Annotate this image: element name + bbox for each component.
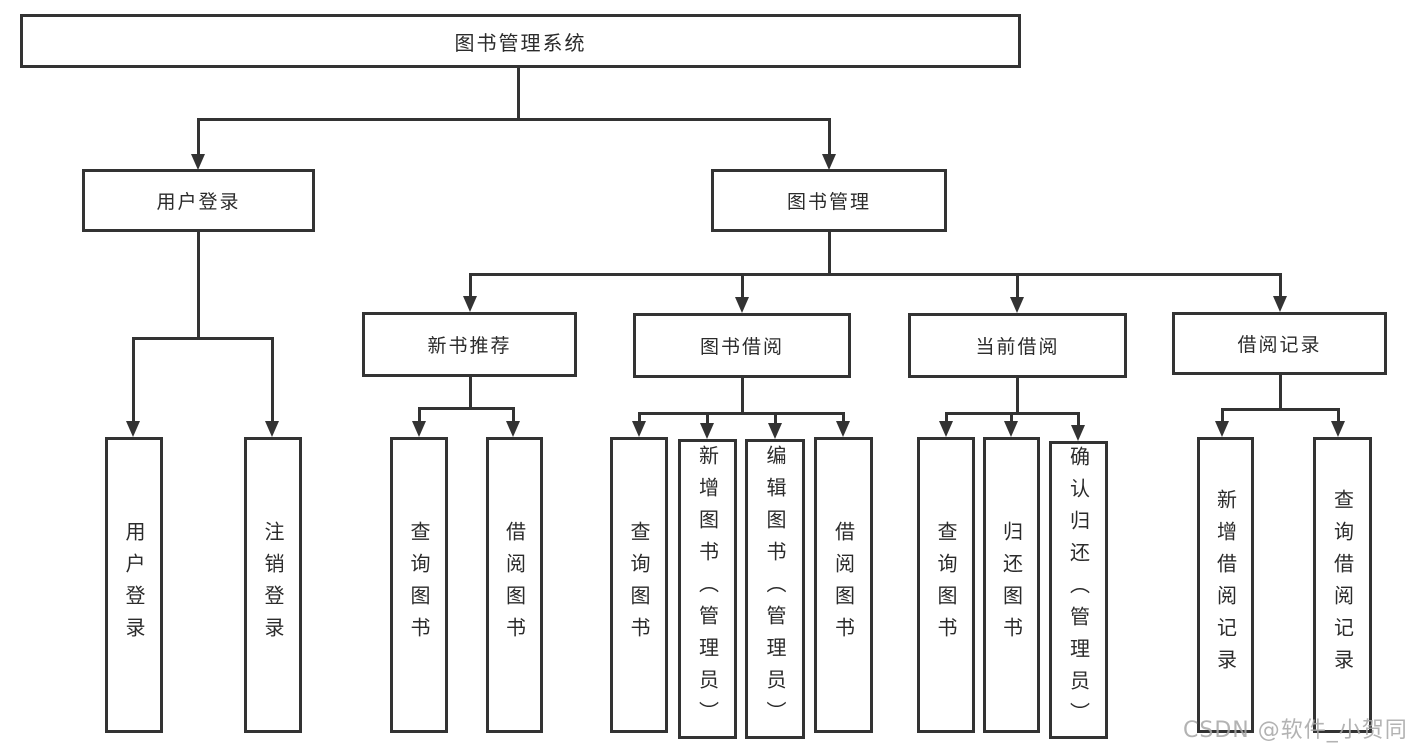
connector-vline	[1016, 378, 1019, 412]
leaf-current-query-books: 查询图书	[917, 437, 975, 733]
node-book-borrow-label: 图书借阅	[699, 336, 784, 358]
leaf-user-login-label: 用户登录	[122, 521, 146, 649]
arrowhead-down-icon	[632, 421, 646, 437]
connector-vline	[418, 407, 421, 421]
leaf-recommend-borrow-books-label: 借阅图书	[502, 521, 527, 649]
connector-vline	[197, 118, 200, 154]
connector-vline	[741, 378, 744, 412]
connector-hline	[638, 412, 845, 415]
arrowhead-down-icon	[768, 423, 782, 439]
leaf-current-return-books: 归还图书	[983, 437, 1040, 733]
leaf-logout-label: 注销登录	[261, 521, 285, 649]
node-borrow-records: 借阅记录	[1172, 312, 1387, 375]
arrowhead-down-icon	[506, 421, 520, 437]
arrowhead-down-icon	[1331, 421, 1345, 437]
leaf-current-confirm-return-admin: 确认归还（管理员）	[1049, 441, 1108, 739]
node-user-login-group: 用户登录	[82, 169, 315, 232]
node-borrow-records-label: 借阅记录	[1237, 334, 1322, 356]
node-current-borrow: 当前借阅	[908, 313, 1127, 378]
leaf-user-login: 用户登录	[105, 437, 163, 733]
leaf-records-add-record-label: 新增借阅记录	[1213, 489, 1238, 681]
connector-hline	[469, 273, 1282, 276]
connector-vline	[1016, 273, 1019, 297]
leaf-borrow-edit-books-admin: 编辑图书（管理员）	[745, 439, 805, 739]
connector-vline	[197, 232, 200, 337]
leaf-current-confirm-return-admin-label: 确认归还（管理员）	[1066, 446, 1091, 734]
connector-vline	[828, 118, 831, 154]
connector-vline	[706, 412, 709, 423]
connector-vline	[469, 377, 472, 407]
leaf-borrow-add-books-admin-label: 新增图书（管理员）	[695, 445, 720, 733]
arrowhead-down-icon	[939, 421, 953, 437]
connector-vline	[1077, 412, 1080, 425]
arrowhead-down-icon	[412, 421, 426, 437]
arrowhead-down-icon	[265, 421, 279, 437]
node-book-manage-group-label: 图书管理	[786, 191, 871, 213]
csdn-watermark: CSDN @软件_小贺同学	[1183, 718, 1405, 743]
leaf-borrow-query-books: 查询图书	[610, 437, 668, 733]
leaf-borrow-borrow-books: 借阅图书	[814, 437, 873, 733]
arrowhead-down-icon	[126, 421, 140, 437]
leaf-recommend-query-books: 查询图书	[390, 437, 448, 733]
arrowhead-down-icon	[1273, 296, 1287, 312]
connector-vline	[638, 412, 641, 421]
connector-vline	[828, 232, 831, 273]
arrowhead-down-icon	[1071, 425, 1085, 441]
node-root: 图书管理系统	[20, 14, 1021, 68]
arrowhead-down-icon	[822, 154, 836, 170]
leaf-recommend-borrow-books: 借阅图书	[486, 437, 543, 733]
connector-vline	[1337, 408, 1340, 421]
leaf-borrow-add-books-admin: 新增图书（管理员）	[678, 439, 737, 739]
connector-hline	[197, 118, 831, 121]
leaf-borrow-edit-books-admin-label: 编辑图书（管理员）	[763, 445, 787, 733]
node-root-label: 图书管理系统	[454, 30, 587, 55]
connector-vline	[512, 407, 515, 421]
node-new-book-recommend: 新书推荐	[362, 312, 577, 377]
arrowhead-down-icon	[1215, 421, 1229, 437]
node-current-borrow-label: 当前借阅	[975, 336, 1060, 358]
connector-vline	[132, 337, 135, 421]
connector-vline	[842, 412, 845, 421]
connector-hline	[418, 407, 515, 410]
leaf-borrow-borrow-books-label: 借阅图书	[831, 521, 856, 649]
arrowhead-down-icon	[1010, 297, 1024, 313]
arrowhead-down-icon	[463, 296, 477, 312]
leaf-logout: 注销登录	[244, 437, 302, 733]
node-new-book-recommend-label: 新书推荐	[427, 335, 512, 357]
leaf-current-return-books-label: 归还图书	[999, 521, 1024, 649]
node-user-login-group-label: 用户登录	[156, 191, 241, 213]
connector-vline	[774, 412, 777, 423]
arrowhead-down-icon	[191, 154, 205, 170]
connector-vline	[741, 273, 744, 297]
arrowhead-down-icon	[700, 423, 714, 439]
leaf-records-query-record-label: 查询借阅记录	[1330, 489, 1355, 681]
arrowhead-down-icon	[1004, 421, 1018, 437]
leaf-borrow-query-books-label: 查询图书	[627, 521, 651, 649]
leaf-recommend-query-books-label: 查询图书	[407, 521, 431, 649]
connector-vline	[945, 412, 948, 421]
node-book-borrow: 图书借阅	[633, 313, 851, 378]
connector-hline	[1221, 408, 1340, 411]
connector-vline	[1010, 412, 1013, 421]
arrowhead-down-icon	[735, 297, 749, 313]
connector-vline	[469, 273, 472, 296]
leaf-records-query-record: 查询借阅记录	[1313, 437, 1372, 733]
node-book-manage-group: 图书管理	[711, 169, 947, 232]
leaf-current-query-books-label: 查询图书	[934, 521, 958, 649]
connector-vline	[1279, 273, 1282, 296]
connector-vline	[517, 68, 520, 118]
connector-vline	[1279, 375, 1282, 408]
connector-vline	[1221, 408, 1224, 421]
connector-hline	[132, 337, 274, 340]
arrowhead-down-icon	[836, 421, 850, 437]
connector-vline	[271, 337, 274, 421]
leaf-records-add-record: 新增借阅记录	[1197, 437, 1254, 733]
